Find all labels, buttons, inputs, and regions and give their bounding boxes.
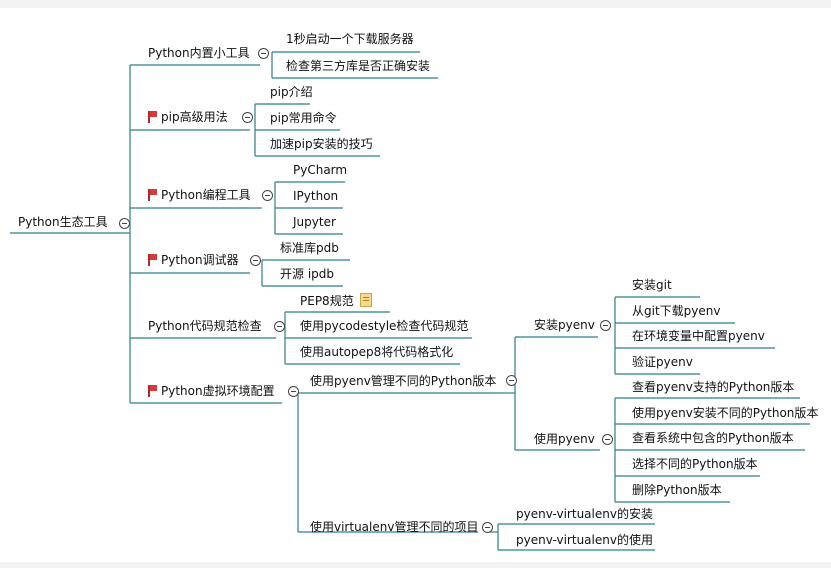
note-icon[interactable] [359, 293, 372, 307]
leaf-install-git[interactable]: 安装git [632, 278, 672, 292]
leaf-list-supported-versions[interactable]: 查看pyenv支持的Python版本 [632, 380, 795, 394]
leaf-pycharm[interactable]: PyCharm [293, 163, 348, 177]
collapse-toggle-icon[interactable] [288, 386, 299, 397]
red-flag-icon [148, 111, 157, 123]
leaf-env-var-pyenv[interactable]: 在环境变量中配置pyenv [632, 329, 765, 343]
leaf-pycodestyle[interactable]: 使用pycodestyle检查代码规范 [300, 319, 469, 333]
leaf-pep8-label: PEP8规范 [300, 294, 354, 308]
collapse-toggle-icon[interactable] [482, 522, 493, 533]
leaf-pdb[interactable]: 标准库pdb [280, 241, 339, 255]
root-topic[interactable]: Python生态工具 [18, 215, 108, 229]
leaf-virtualenv-install[interactable]: pyenv-virtualenv的安装 [516, 507, 653, 521]
leaf-select-version[interactable]: 选择不同的Python版本 [632, 457, 758, 471]
branch-programming-tools-label: Python编程工具 [161, 188, 251, 202]
red-flag-icon [148, 254, 157, 266]
red-flag-icon [148, 385, 157, 397]
leaf-check-packages[interactable]: 检查第三方库是否正确安装 [286, 59, 431, 73]
leaf-download-server[interactable]: 1秒启动一个下载服务器 [286, 32, 414, 46]
branch-pip-advanced[interactable]: pip高级用法 [148, 110, 228, 125]
collapse-toggle-icon[interactable] [600, 320, 611, 331]
leaf-jupyter[interactable]: Jupyter [293, 215, 336, 229]
collapse-toggle-icon[interactable] [274, 321, 285, 332]
leaf-pip-commands[interactable]: pip常用命令 [270, 111, 337, 125]
branch-pip-advanced-label: pip高级用法 [161, 110, 228, 124]
collapse-toggle-icon[interactable] [506, 375, 517, 386]
branch-debugger-label: Python调试器 [161, 253, 239, 267]
leaf-install-versions[interactable]: 使用pyenv安装不同的Python版本 [632, 406, 819, 420]
group-install-pyenv[interactable]: 安装pyenv [534, 318, 595, 332]
leaf-pep8[interactable]: PEP8规范 [300, 293, 372, 309]
sub-virtualenv-manage[interactable]: 使用virtualenv管理不同的项目 [310, 520, 479, 534]
leaf-ipython[interactable]: IPython [293, 189, 339, 203]
leaf-pip-speedup[interactable]: 加速pip安装的技巧 [270, 137, 373, 151]
collapse-toggle-icon[interactable] [242, 112, 253, 123]
leaf-virtualenv-use[interactable]: pyenv-virtualenv的使用 [516, 533, 653, 547]
branch-virtualenv-config-label: Python虚拟环境配置 [161, 384, 275, 398]
collapse-toggle-icon[interactable] [258, 48, 269, 59]
collapse-toggle-icon[interactable] [119, 218, 130, 229]
leaf-verify-pyenv[interactable]: 验证pyenv [632, 355, 693, 369]
branch-programming-tools[interactable]: Python编程工具 [148, 188, 251, 203]
leaf-pip-intro[interactable]: pip介绍 [270, 85, 313, 99]
leaf-ipdb[interactable]: 开源 ipdb [280, 267, 335, 281]
red-flag-icon [148, 189, 157, 201]
branch-debugger[interactable]: Python调试器 [148, 253, 239, 268]
branch-builtin-tools[interactable]: Python内置小工具 [148, 46, 250, 60]
group-use-pyenv[interactable]: 使用pyenv [534, 432, 595, 446]
leaf-download-pyenv[interactable]: 从git下载pyenv [632, 304, 721, 318]
leaf-list-system-versions[interactable]: 查看系统中包含的Python版本 [632, 431, 794, 445]
sub-pyenv-manage[interactable]: 使用pyenv管理不同的Python版本 [310, 374, 497, 388]
collapse-toggle-icon[interactable] [602, 434, 613, 445]
leaf-delete-version[interactable]: 删除Python版本 [632, 483, 722, 497]
leaf-autopep8[interactable]: 使用autopep8将代码格式化 [300, 345, 454, 359]
branch-style-check[interactable]: Python代码规范检查 [148, 319, 262, 333]
collapse-toggle-icon[interactable] [250, 255, 261, 266]
branch-virtualenv-config[interactable]: Python虚拟环境配置 [148, 384, 275, 399]
collapse-toggle-icon[interactable] [262, 190, 273, 201]
